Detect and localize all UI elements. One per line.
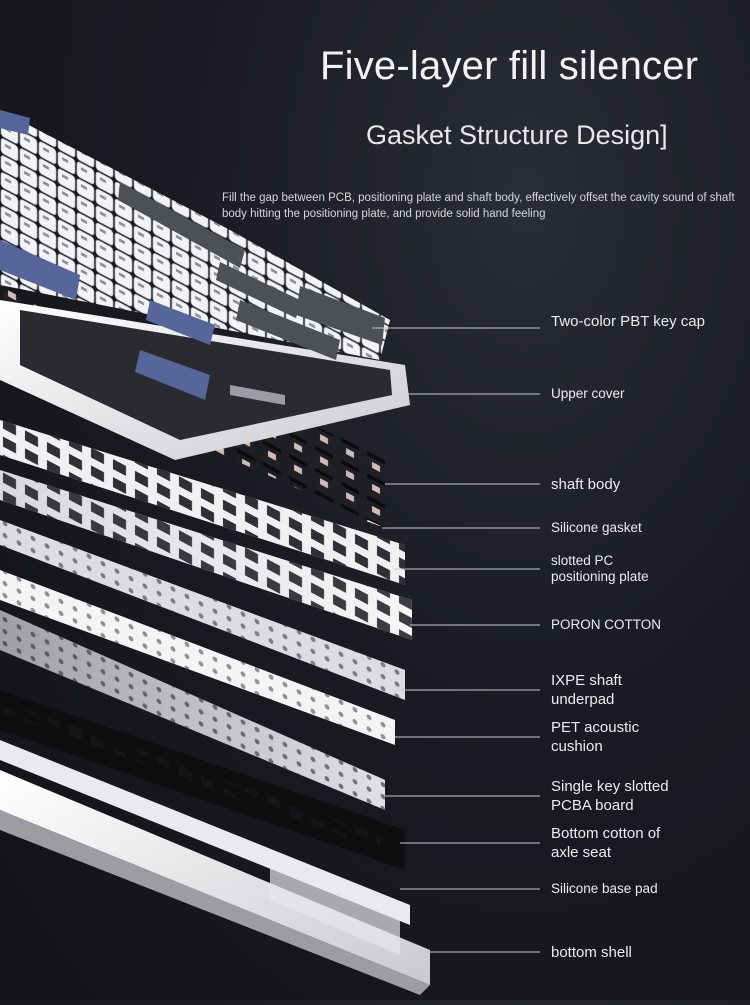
positioning-plate-part (0, 420, 405, 585)
label-positioning-plate: slotted PC positioning plate (551, 553, 649, 584)
label-pet-cushion: PET acoustic cushion (551, 719, 640, 755)
silicone-base-pad-part (0, 740, 410, 925)
poron-cotton-part (0, 470, 412, 640)
label-upper-cover: Upper cover (551, 386, 625, 401)
pet-cushion-part (0, 570, 395, 745)
label-silicone-gasket: Silicone gasket (551, 520, 642, 535)
label-poron-cotton: PORON COTTON (551, 617, 662, 632)
leader-lines (372, 327, 540, 953)
label-shaft-body: shaft body (551, 476, 621, 493)
label-keycap: Two-color PBT key cap (551, 313, 705, 330)
axle-seat-cotton-part (0, 690, 405, 870)
label-axle-seat-cotton: Bottom cotton of axle seat (551, 825, 661, 861)
keycaps-part (0, 110, 390, 400)
label-bottom-shell: bottom shell (551, 944, 632, 961)
description-text: Fill the gap between PCB, positioning pl… (222, 192, 735, 220)
ixpe-underpad-part (0, 520, 405, 700)
bottom-shell-part (0, 770, 430, 995)
label-pcba-board: Single key slotted PCBA board (551, 778, 669, 814)
page-title: Five-layer fill silencer (320, 44, 699, 88)
pcba-part (0, 610, 385, 810)
page-subtitle: Gasket Structure Design] (366, 120, 668, 150)
label-ixpe-underpad: IXPE shaft underpad (551, 672, 622, 708)
label-silicone-base-pad: Silicone base pad (551, 881, 658, 896)
